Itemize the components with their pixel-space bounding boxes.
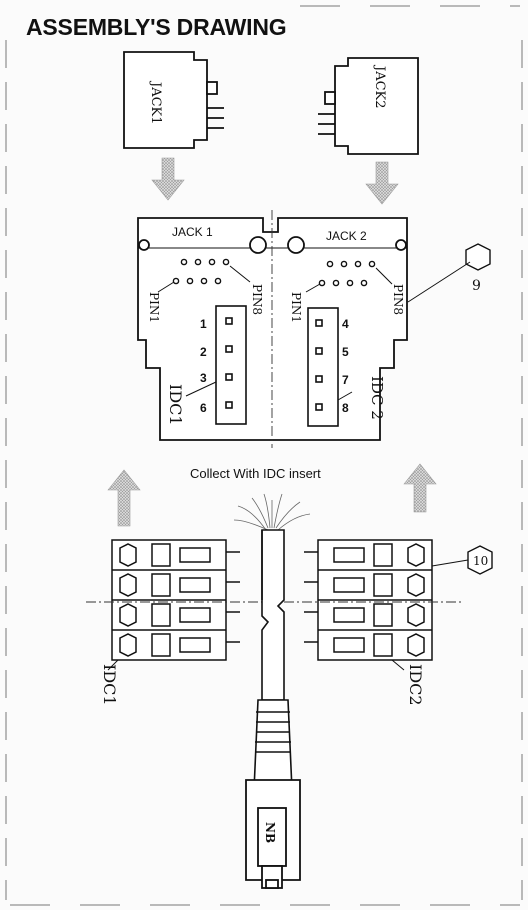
idc2-insert-label: IDC2 [406, 664, 425, 706]
idc1-insert [111, 539, 240, 661]
callout-10-label: 10 [473, 554, 488, 568]
rj45-plug-body [245, 779, 301, 889]
idc-right-number: 7 [342, 373, 349, 387]
right-pin8-label: PIN8 [391, 284, 405, 315]
idc2-insert [304, 539, 433, 661]
idc1-insert-label: IDC1 [100, 664, 119, 706]
arrow-up-icon [107, 469, 141, 527]
callout-9-label: 9 [472, 278, 481, 294]
arrow-down-icon [151, 157, 185, 201]
callout-9-marker [407, 243, 491, 303]
jack1-board-label: JACK 1 [172, 225, 213, 239]
idc-left-number: 3 [200, 371, 207, 385]
page-border [5, 5, 523, 906]
idc1-leader-line [185, 381, 217, 397]
cable-wires [233, 493, 311, 531]
idc2-slot [307, 307, 339, 427]
jack1-component [123, 51, 224, 149]
drawing-title: ASSEMBLY'S DRAWING [26, 14, 287, 40]
jack2-component [318, 57, 419, 155]
idc1-insert-leader [107, 659, 119, 671]
jack1-part-label: JACK1 [148, 80, 163, 125]
arrow-down-icon [365, 161, 399, 205]
pcb-board [137, 217, 408, 441]
arrow-up-icon [403, 463, 437, 513]
idc-left-number: 6 [200, 401, 207, 415]
jack1-pin-holes [172, 258, 230, 285]
jack2-pin-holes [318, 260, 376, 287]
instruction-text: Collect With IDC insert [190, 466, 321, 481]
idc2-insert-leader [391, 659, 405, 671]
idc2-leader-line [337, 391, 353, 401]
pin-leader-lines [157, 265, 393, 293]
jack2-board-label: JACK 2 [326, 229, 367, 243]
cable-jacket [261, 529, 285, 701]
idc-left-number: 1 [200, 317, 207, 331]
callout-10-marker [431, 545, 493, 575]
idc1-slot [215, 305, 247, 425]
left-pin1-label: PIN1 [147, 292, 161, 323]
rj45-plug-boot [253, 699, 293, 791]
left-pin8-label: PIN8 [250, 284, 264, 315]
idc1-board-label: IDC1 [166, 384, 185, 426]
idc-right-number: 4 [342, 317, 349, 331]
right-pin1-label: PIN1 [289, 292, 303, 323]
idc-left-number: 2 [200, 345, 207, 359]
idc-right-number: 8 [342, 401, 349, 415]
jack2-part-label: JACK2 [372, 64, 387, 109]
idc-right-number: 5 [342, 345, 349, 359]
plug-label: NB [263, 822, 277, 843]
idc2-board-label: IDC 2 [368, 376, 386, 420]
